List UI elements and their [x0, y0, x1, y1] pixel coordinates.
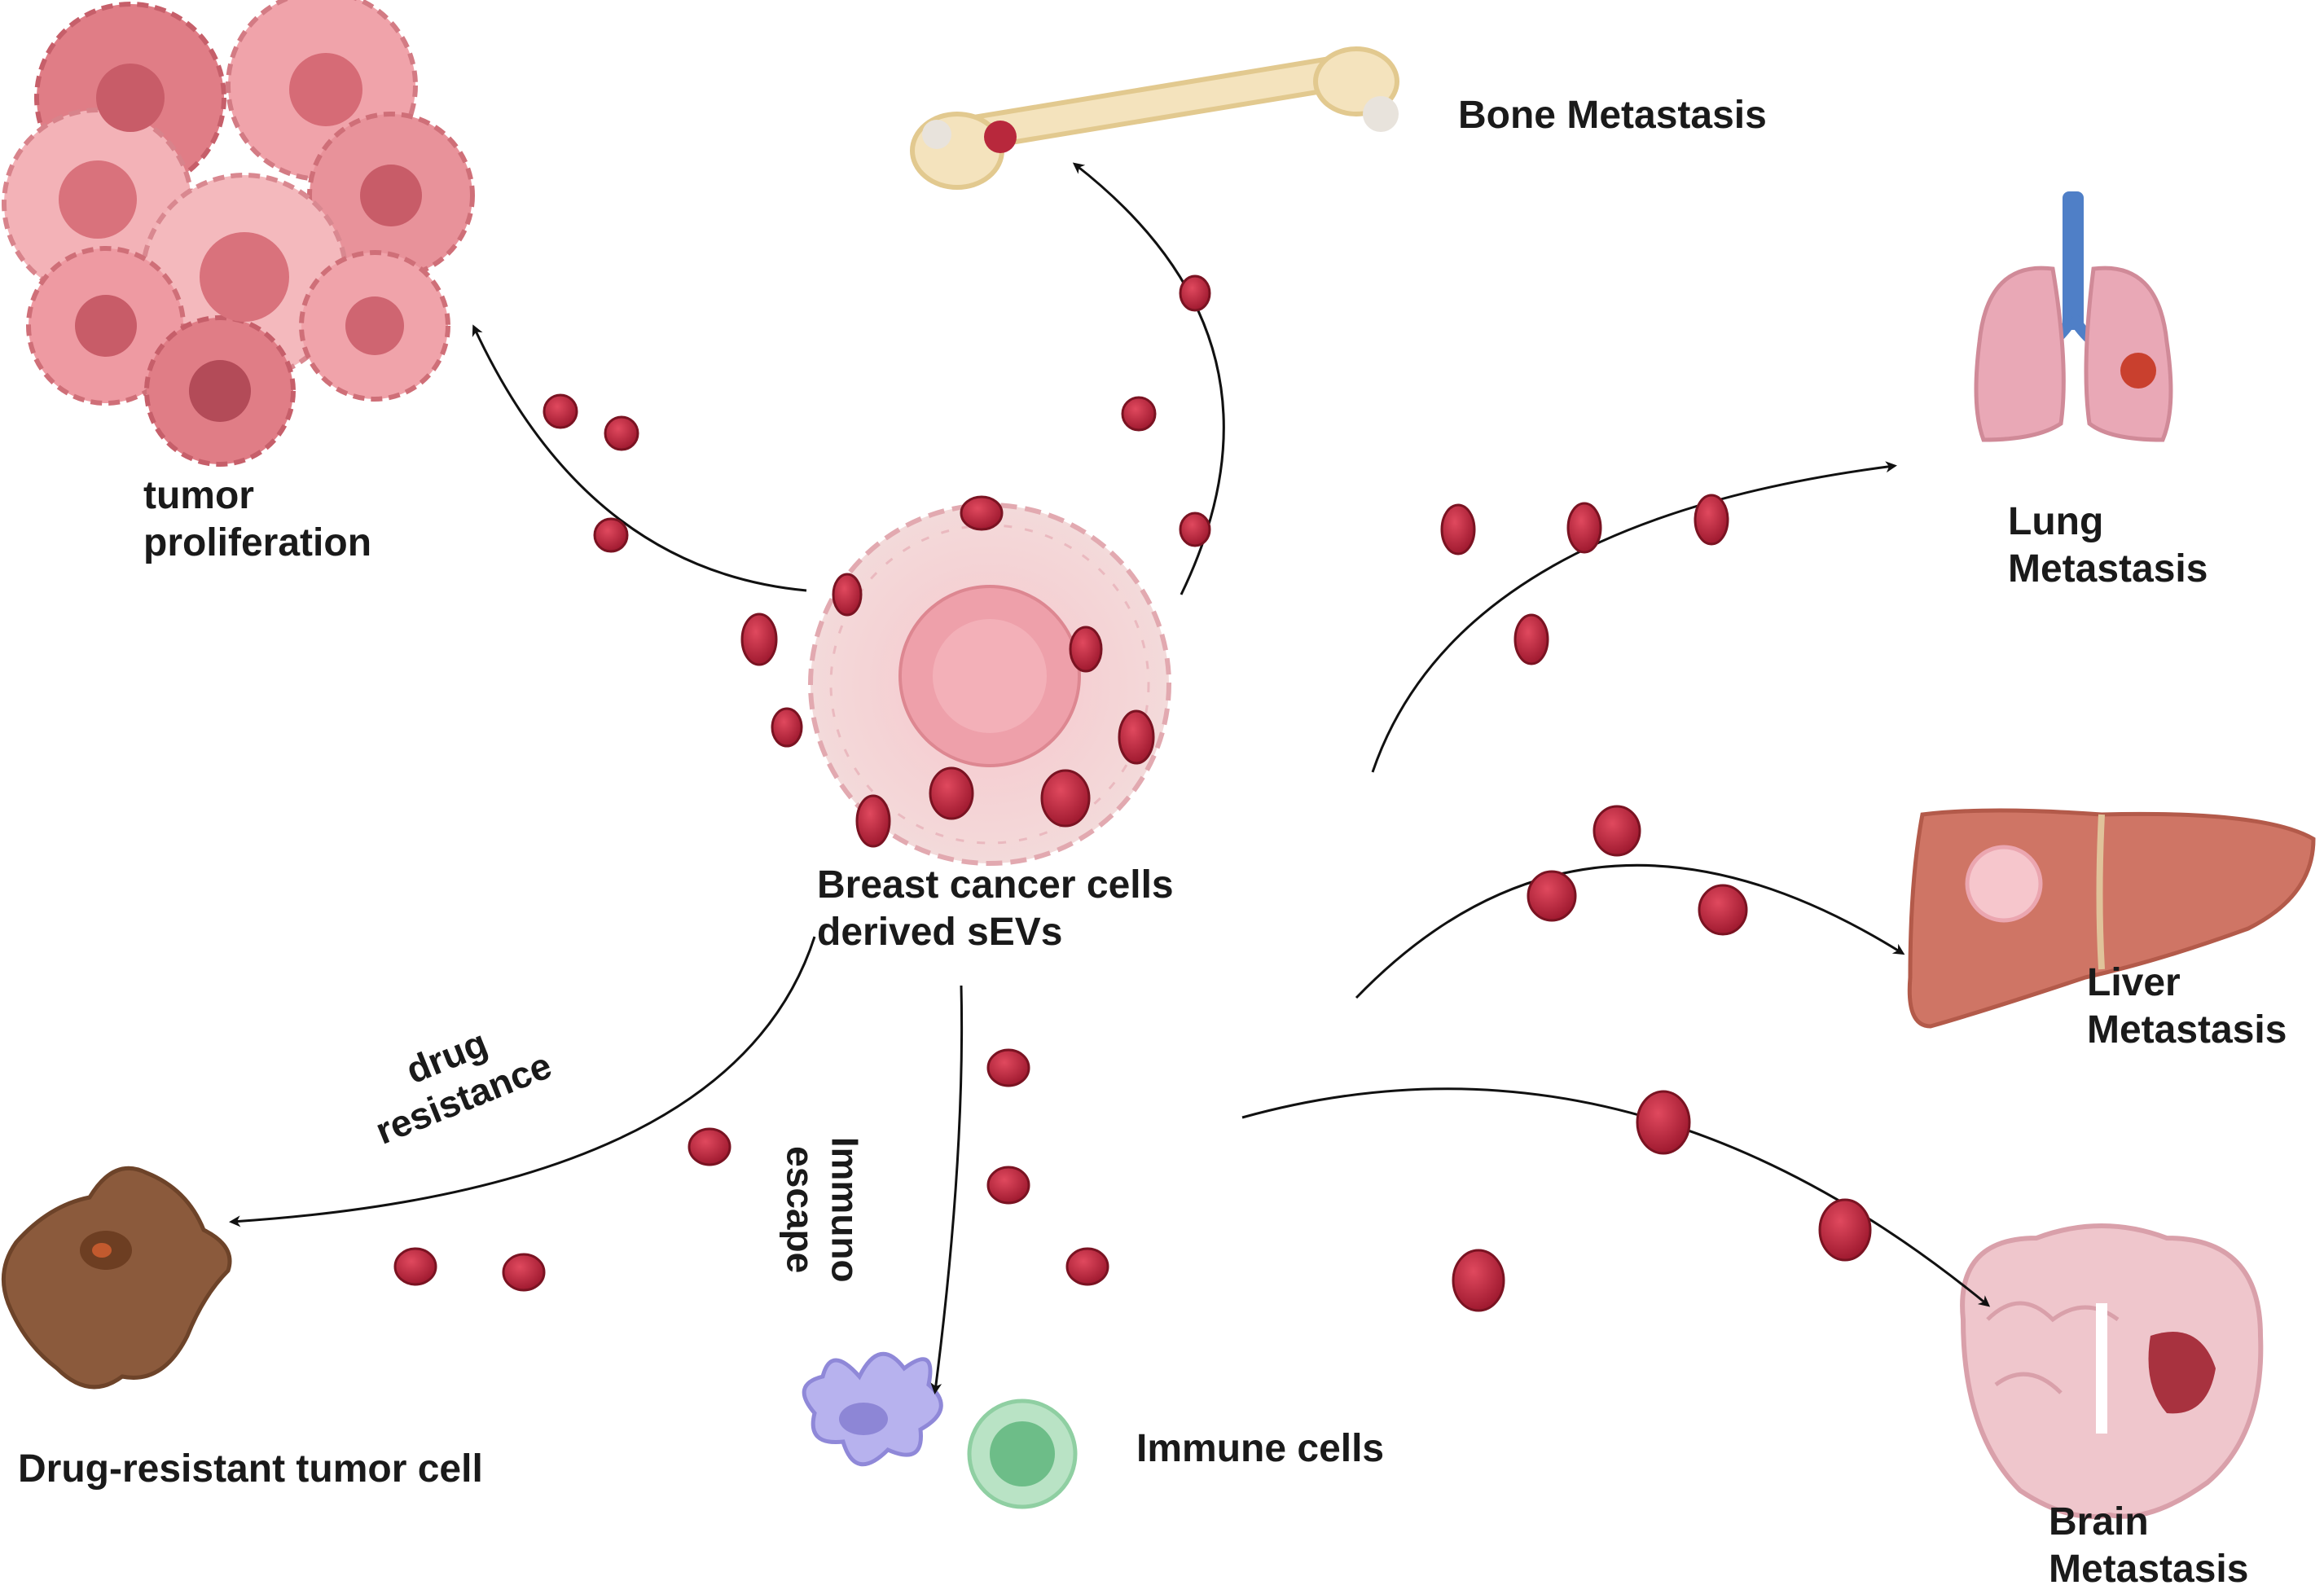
arrow-tumor: [472, 324, 807, 592]
vesicle: [502, 1253, 546, 1292]
vesicle: [593, 517, 629, 553]
vesicles: [393, 274, 1872, 1312]
bone-metastasis-label: Bone Metastasis: [1458, 92, 1767, 139]
lung-icon: [1974, 191, 2173, 442]
drug-resistant-cell-icon: [1, 1166, 232, 1390]
vesicle: [986, 1048, 1030, 1087]
breast-cancer-cell-icon: [808, 503, 1171, 866]
tumor-proliferation-label: tumor proliferation: [143, 472, 371, 566]
immune-cells-label: Immune cells: [1136, 1425, 1384, 1473]
vesicle: [1121, 396, 1157, 432]
vesicle: [1065, 1247, 1109, 1286]
vesicle: [1452, 1249, 1505, 1312]
immuno-escape-arrow-label: Immuno escape: [777, 1137, 867, 1283]
vesicle: [986, 1166, 1030, 1205]
vesicle: [1069, 626, 1103, 673]
vesicle: [832, 573, 863, 617]
drug-cell-label: Drug-resistant tumor cell: [18, 1447, 483, 1491]
vesicle: [1694, 494, 1729, 546]
lung-label-line2: Metastasis: [2008, 547, 2208, 591]
vesicle: [393, 1247, 437, 1286]
immuno-arrow-line2: escape: [779, 1146, 822, 1274]
vesicle: [604, 415, 639, 451]
arrow-liver: [1355, 863, 1905, 999]
arrow-immuno: [930, 985, 964, 1394]
brain-icon: [1960, 1223, 2264, 1519]
arrow-lung: [1371, 461, 1897, 773]
vesicle: [688, 1127, 731, 1166]
liver-icon: [1907, 808, 2316, 1029]
brain-label-line2: Metastasis: [2049, 1547, 2249, 1591]
liver-label-line1: Liver: [2087, 961, 2181, 1004]
immune-label: Immune cells: [1136, 1427, 1385, 1470]
bone-icon: [910, 46, 1399, 190]
liver-label-line2: Metastasis: [2087, 1008, 2287, 1052]
vesicle: [1636, 1090, 1691, 1155]
brain-metastasis-label: Brain Metastasis: [2049, 1499, 2248, 1592]
tumor-label-line2: proliferation: [143, 520, 372, 564]
brain-label-line1: Brain: [2049, 1500, 2149, 1544]
vesicle: [929, 766, 974, 820]
lymphocyte-icon: [967, 1399, 1078, 1509]
dendritic-cell-icon: [802, 1351, 943, 1467]
vesicle: [1513, 613, 1549, 665]
vesicle: [1179, 512, 1211, 547]
vesicle: [1698, 884, 1748, 936]
vesicle: [1040, 769, 1091, 828]
vesicle: [1179, 274, 1211, 312]
vesicle: [855, 794, 891, 848]
vesicle: [740, 613, 778, 666]
vesicle: [543, 393, 578, 429]
vesicle: [771, 707, 803, 748]
center-label-line1: Breast cancer cells: [817, 863, 1174, 907]
tumor-label-line1: tumor: [143, 474, 254, 517]
liver-metastasis-label: Liver Metastasis: [2087, 959, 2287, 1053]
vesicle: [1818, 1198, 1872, 1262]
center-label-line2: derived sEVs: [817, 910, 1063, 954]
lung-label-line1: Lung: [2008, 500, 2104, 543]
arrows: [229, 162, 1991, 1394]
vesicle: [1593, 805, 1641, 857]
vesicle: [1527, 870, 1577, 922]
vesicle: [1440, 503, 1476, 555]
tumor-cluster-icon: [2, 0, 475, 467]
vesicle: [1566, 502, 1602, 554]
lung-metastasis-label: Lung Metastasis: [2008, 498, 2208, 592]
drug-resistant-cell-label: Drug-resistant tumor cell: [18, 1446, 483, 1493]
arrow-brain: [1241, 1087, 1991, 1307]
bone-label: Bone Metastasis: [1458, 94, 1767, 137]
immuno-arrow-line1: Immuno: [824, 1136, 867, 1283]
center-cell-label: Breast cancer cells derived sEVs: [817, 862, 1174, 955]
vesicle: [960, 495, 1004, 531]
vesicle: [1118, 709, 1155, 765]
arrow-drug: [229, 936, 816, 1227]
